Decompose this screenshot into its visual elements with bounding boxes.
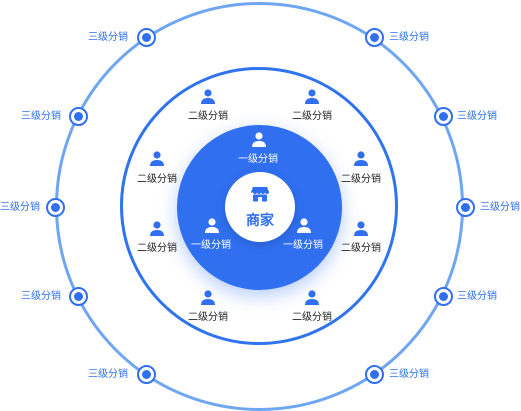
level3-label: 三级分销 <box>457 291 497 302</box>
level2-ring <box>120 67 398 345</box>
person-icon <box>354 221 368 236</box>
level3-label: 三级分销 <box>88 32 128 43</box>
level3-dot <box>434 287 453 306</box>
person-icon <box>297 218 311 233</box>
level3-dot <box>46 198 65 217</box>
level2-label: 二级分销 <box>341 174 381 185</box>
level2-node <box>201 290 215 305</box>
level3-label: 三级分销 <box>389 32 429 43</box>
level2-label: 二级分销 <box>341 243 381 254</box>
level1-node <box>205 218 219 233</box>
level2-node <box>305 89 319 104</box>
level2-node <box>354 151 368 166</box>
level1-label: 一级分销 <box>191 240 231 251</box>
level2-node <box>150 221 164 236</box>
merchant-label: 商家 <box>246 213 274 229</box>
person-icon <box>201 290 215 305</box>
level3-label: 三级分销 <box>457 111 497 122</box>
level3-label: 三级分销 <box>88 369 128 380</box>
level2-label: 二级分销 <box>292 312 332 323</box>
person-icon <box>305 290 319 305</box>
level2-label: 二级分销 <box>137 174 177 185</box>
level3-label: 三级分销 <box>21 291 61 302</box>
level2-label: 二级分销 <box>137 243 177 254</box>
level1-label: 一级分销 <box>283 240 323 251</box>
level3-dot <box>69 287 88 306</box>
level3-dot <box>69 107 88 126</box>
person-icon <box>305 89 319 104</box>
person-icon <box>150 221 164 236</box>
level1-node <box>252 132 266 147</box>
level3-label: 三级分销 <box>21 111 61 122</box>
level2-label: 二级分销 <box>188 111 228 122</box>
level2-node <box>354 221 368 236</box>
level3-label: 三级分销 <box>389 369 429 380</box>
shop-icon <box>251 187 269 202</box>
person-icon <box>205 218 219 233</box>
level3-dot <box>365 365 384 384</box>
level1-label: 一级分销 <box>238 154 278 165</box>
level3-dot <box>137 365 156 384</box>
level2-node <box>201 89 215 104</box>
level3-label: 三级分销 <box>480 202 520 213</box>
level1-node <box>297 218 311 233</box>
level3-dot <box>365 28 384 47</box>
merchant-badge: 商家 <box>225 172 295 242</box>
person-icon <box>354 151 368 166</box>
level3-dot <box>456 198 475 217</box>
person-icon <box>201 89 215 104</box>
level2-label: 二级分销 <box>188 312 228 323</box>
level3-label: 三级分销 <box>0 202 40 213</box>
level3-dot <box>137 28 156 47</box>
person-icon <box>252 132 266 147</box>
level2-label: 二级分销 <box>292 111 332 122</box>
level2-node <box>150 151 164 166</box>
level3-dot <box>434 107 453 126</box>
level2-node <box>305 290 319 305</box>
person-icon <box>150 151 164 166</box>
